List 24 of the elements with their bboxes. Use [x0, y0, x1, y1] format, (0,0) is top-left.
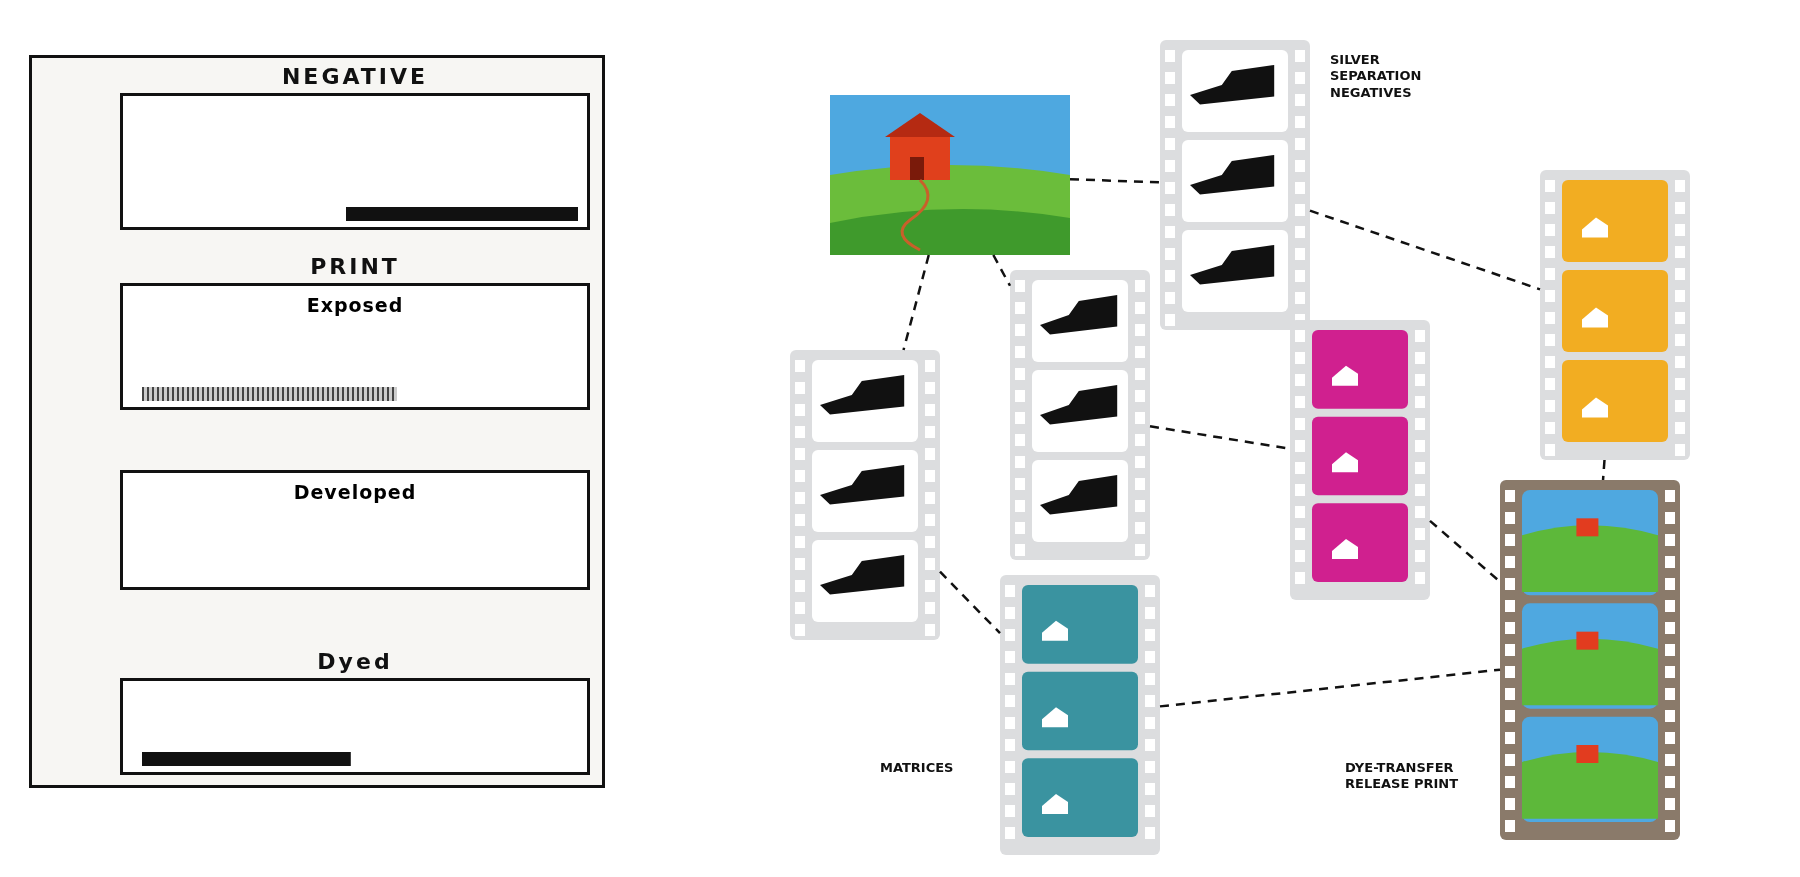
layer-heading: NEGATIVE: [281, 64, 429, 89]
caption-text: MATRICES: [880, 760, 955, 777]
caption-text: SILVER SEPARATION NEGATIVES: [1330, 52, 1423, 101]
negative-film-drawing: [790, 350, 940, 640]
dashed-connector: [992, 254, 1012, 287]
matrix-film-drawing: [1540, 170, 1690, 460]
release-print-film-drawing: [1500, 480, 1680, 840]
caption-text: DYE-TRANSFER RELEASE PRINT: [1345, 760, 1459, 793]
dashed-connector: [902, 254, 930, 351]
negative-film-drawing: [1160, 40, 1310, 330]
dashed-connector: [1159, 668, 1501, 708]
matrix-film-drawing: [1290, 320, 1430, 600]
dashed-connector: [1069, 177, 1161, 184]
matrix-film-drawing: [1000, 575, 1160, 855]
dashed-connector: [939, 570, 1001, 634]
layer-label: Exposed: [306, 294, 404, 318]
dashed-connector: [1601, 459, 1606, 481]
barn-landscape-drawing: [830, 95, 1070, 255]
layer-heading: Dyed: [317, 649, 393, 674]
dashed-connector: [1429, 519, 1501, 583]
negative-film-drawing: [1010, 270, 1150, 560]
print-heading: PRINT: [310, 254, 400, 279]
dashed-connector: [1309, 209, 1541, 291]
layer-label: Developed: [293, 481, 417, 505]
